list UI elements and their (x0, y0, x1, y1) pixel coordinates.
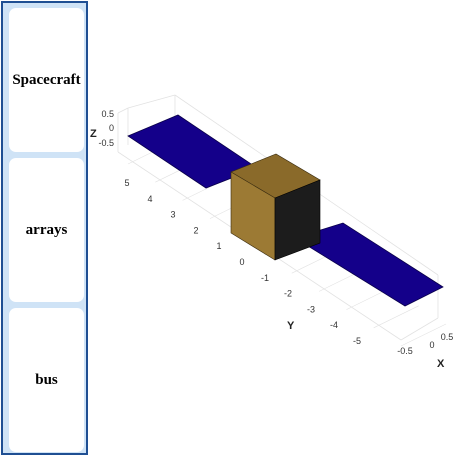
z-tick-label: -0.5 (98, 138, 114, 148)
z-axis-label: Z (90, 128, 97, 140)
x-tick-label: 0 (429, 340, 434, 350)
x-tick-label: -0.5 (397, 346, 413, 356)
y-tick-label: 4 (147, 194, 152, 204)
y-tick-label: 2 (193, 225, 198, 235)
y-tick-label: -2 (284, 289, 292, 299)
plot-canvas[interactable]: 0.5 0 -0.5 5 4 3 2 1 0 -1 -2 -3 -4 -5 0.5 0 -0.5 Z Y X (90, 0, 460, 460)
grid-line (400, 323, 447, 347)
spacecraft-bus (230, 153, 321, 261)
axis-ticks: 0.5 0 -0.5 5 4 3 2 1 0 -1 -2 -3 -4 -5 0.5 0 -0.5 (98, 109, 453, 356)
grid-line (127, 94, 176, 109)
bus-button[interactable]: bus (9, 308, 84, 452)
y-tick-label: -5 (353, 336, 361, 346)
y-tick-label: -1 (261, 273, 269, 283)
spacecraft-3d-plot[interactable]: 0.5 0 -0.5 5 4 3 2 1 0 -1 -2 -3 -4 -5 0.5 0 -0.5 Z Y X (90, 0, 460, 460)
spacecraft-button[interactable]: Spacecraft (9, 8, 84, 152)
y-tick-label: 3 (170, 210, 175, 220)
z-tick-label: 0 (109, 123, 114, 133)
arrays-button[interactable]: arrays (9, 158, 84, 302)
x-axis-label: X (437, 358, 445, 370)
x-tick-label: 0.5 (441, 332, 454, 342)
right-solar-array (294, 222, 444, 307)
y-tick-label: -3 (307, 304, 315, 314)
y-tick-label: -4 (330, 320, 338, 330)
y-tick-label: 1 (216, 241, 221, 251)
grid-line (117, 107, 129, 114)
z-tick-label: 0.5 (101, 109, 114, 119)
grid-line (400, 317, 439, 341)
y-axis-label: Y (287, 320, 295, 332)
sidebar: Spacecraft arrays bus (1, 1, 88, 455)
bus-side-face (274, 179, 321, 261)
grid-line (373, 305, 419, 329)
y-tick-label: 5 (124, 178, 129, 188)
y-tick-label: 0 (239, 257, 244, 267)
